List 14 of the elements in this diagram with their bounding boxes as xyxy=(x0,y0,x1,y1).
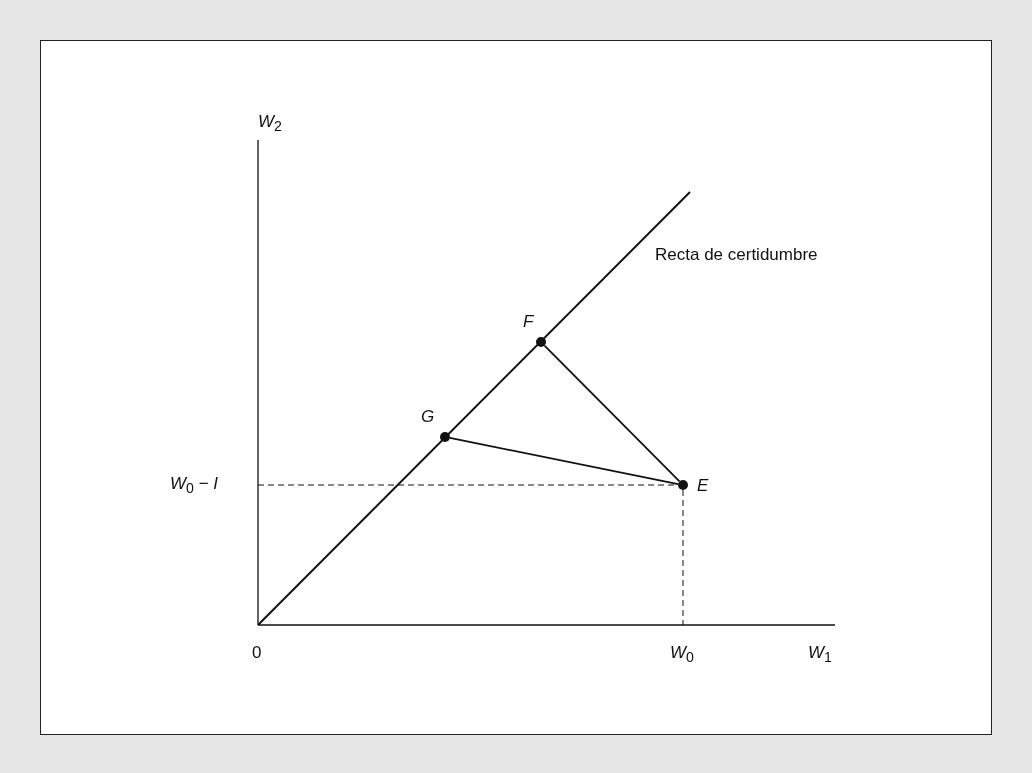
line-label: Recta de certidumbre xyxy=(655,245,818,265)
connecting-line xyxy=(449,437,679,485)
connecting-line xyxy=(543,344,681,483)
point-dot xyxy=(536,337,546,347)
point-label: G xyxy=(421,407,435,427)
axis-label: W$_{1}$ xyxy=(808,643,832,668)
axis-tick-label: 0 xyxy=(252,643,262,663)
point-dot xyxy=(440,432,450,442)
axis-tick-label: W$_{0}$ − I xyxy=(170,474,219,499)
point-label: E xyxy=(697,476,709,496)
axis-tick-label: W$_{0}$ xyxy=(670,643,694,668)
axis-label: W$_{2}$ xyxy=(258,112,282,137)
point-dot xyxy=(678,480,688,490)
point-label: F xyxy=(523,312,534,332)
